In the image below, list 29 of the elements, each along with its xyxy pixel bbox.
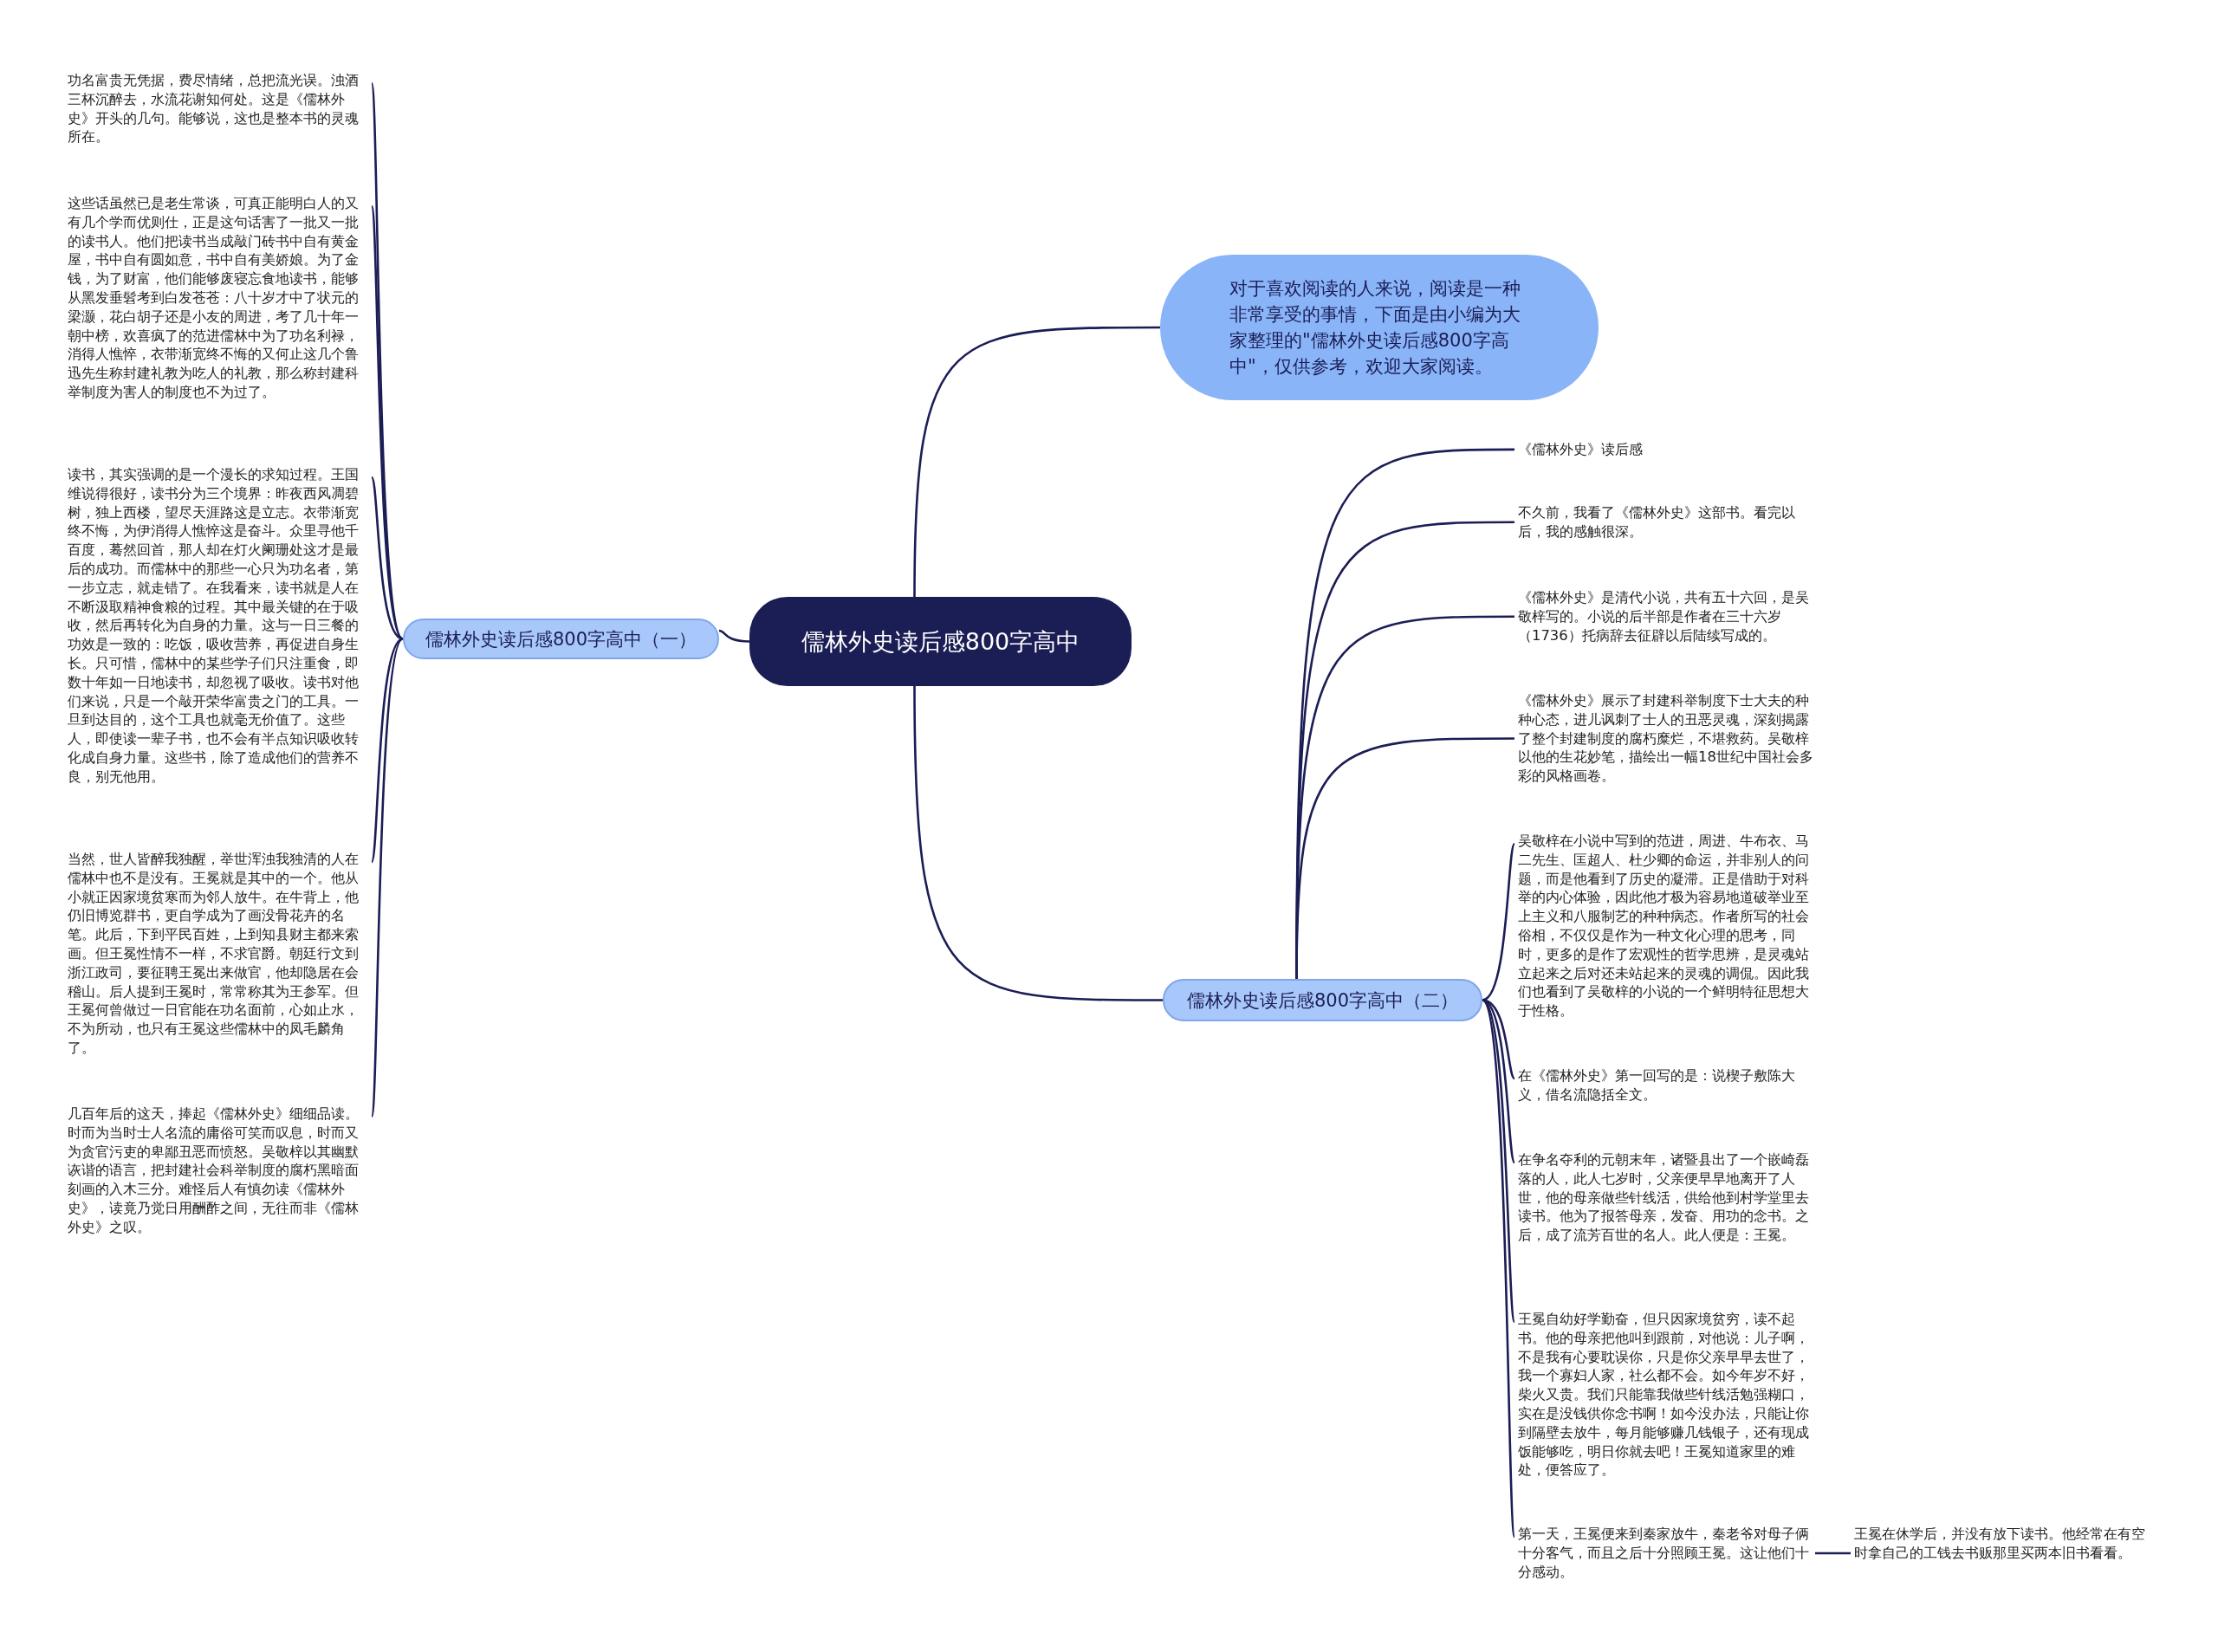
text-note: 吴敬梓在小说中写到的范进，周进、牛布衣、马二先生、匡超人、杜少卿的命运，并非别人的问题，而是他看到了历史的凝滞。正是借助于对科举的内心体验，因此他才极为容易地道破举业至上主义和八服制艺的种种病态。作者所写的社会俗相，不仅仅是作为一种文化心理的思考，同时，更多的是作了宏观性的哲学思辨，是灵魂站立起来之后对还未站起来的灵魂的调侃。因此我们也看到了吴敬梓的小说的一个鲜明特征思想大于性格。 [1518, 832, 1810, 1020]
branch-topic: 儒林外史读后感800字高中（一） [403, 619, 719, 659]
text-note: 读书，其实强调的是一个漫长的求知过程。王国维说得很好，读书分为三个境界：昨夜西风凋碧树，独上西楼，望尽天涯路这是立志。衣带渐宽终不悔，为伊消得人憔悴这是奋斗。众里寻他千百度，蓦然回首，那人却在灯火阑珊处这才是最后的成功。而儒林中的那些一心只为功名者，第一步立志，就走错了。在我看来，读书就是人在不断汲取精神食粮的过程。其中最关键的在于吸收，然后再转化为自身的力量。这与一日三餐的功效是一致的：吃饭，吸收营养，再促进自身生长。只可惜，儒林中的某些学子们只注重食，即数十年如一日地读书，却忽视了吸收。读书对他们来说，只是一个敲开荣华富贵之门的工具。一旦到达目的，这个工具也就毫无价值了。这些人，即使读一辈子书，也不会有半点知识吸收转化成自身力量。这些书，除了造成他们的营养不良，别无他用。 [68, 465, 360, 787]
intro-bubble: 对于喜欢阅读的人来说，阅读是一种非常享受的事情，下面是由小编为大家整理的"儒林外史读后感800字高中"，仅供参考，欢迎大家阅读。 [1160, 255, 1599, 400]
text-note: 《儒林外史》读后感 [1518, 440, 1644, 459]
connector [370, 476, 404, 640]
connector [1295, 737, 1514, 979]
text-note: 《儒林外史》展示了封建科举制度下士大夫的种种心态，进儿讽刺了士人的丑恶灵魂，深刻揭露了整个封建制度的腐朽糜烂，不堪救药。吴敬梓以他的生花妙笔，描绘出一幅18世纪中国社会多彩的风格画卷。 [1518, 691, 1814, 786]
text-note: 当然，世人皆醉我独醒，举世浑浊我独清的人在儒林中也不是没有。王冕就是其中的一个。他从小就正因家境贫寒而为邻人放牛。在牛背上，他仍旧博览群书，更自学成为了画没骨花卉的名笔。此后，下到平民百姓，上到知县财主都来索画。但王冕性情不一样，不求官爵。朝廷行文到浙江政司，要征聘王冕出来做官，他却隐居在会稽山。后人提到王冕时，常常称其为王参军。但王冕何曾做过一日官能在功名面前，心如止水，不为所动，也只有王冕这些儒林中的凤毛麟角了。 [68, 850, 360, 1058]
connector [370, 638, 404, 863]
connector [1482, 999, 1516, 1323]
text-note: 几百年后的这天，捧起《儒林外史》细细品读。时而为当时士人名流的庸俗可笑而叹息，时而又为贪官污吏的卑鄙丑恶而愤怒。吴敬梓以其幽默诙谐的语言，把封建社会科举制度的腐朽黑暗面刻画的入木三分。难怪后人有慎勿读《儒林外史》，读竟乃觉日用酬酢之间，无往而非《儒林外史》之叹。 [68, 1105, 360, 1237]
text-note: 在《儒林外史》第一回写的是：说楔子敷陈大义，借名流隐括全文。 [1518, 1066, 1796, 1105]
central-topic: 儒林外史读后感800字高中 [749, 597, 1132, 686]
connector [913, 326, 1160, 597]
connector [370, 638, 405, 1118]
connector [1815, 1552, 1851, 1555]
text-note: 不久前，我看了《儒林外史》这部书。看完以后，我的感触很深。 [1518, 503, 1796, 541]
text-note: 第一天，王冕便来到秦家放牛，秦老爷对母子俩十分客气，而且之后十分照顾王冕。这让他们十分感动。 [1518, 1525, 1810, 1582]
connector [913, 686, 1163, 1001]
text-note: 这些话虽然已是老生常谈，可真正能明白人的又有几个学而优则仕，正是这句话害了一批又一批的读书人。他们把读书当成敲门砖书中自有黄金屋，书中自有圆如意，书中自有美娇娘。为了金钱，为了财富，他们能够废寝忘食地读书，能够从黑发垂髫考到白发苍苍：八十岁才中了状元的梁灏，花白胡子还是小友的周进，考了几十年一朝中榜，欢喜疯了的范进儒林中为了功名利禄，消得人憔悴，衣带渐宽终不悔的又何止这几个鲁迅先生称封建礼教为吃人的礼教，那么称封建科举制度为害人的制度也不为过了。 [68, 194, 360, 402]
text-note: 功名富贵无凭据，费尽情绪，总把流光误。浊酒三杯沉醉去，水流花谢知何处。这是《儒林外史》开头的几句。能够说，这也是整本书的灵魂所在。 [68, 71, 360, 147]
text-note: 王冕自幼好学勤奋，但只因家境贫穷，读不起书。他的母亲把他叫到跟前，对他说：儿子啊，不是我有心要耽误你，只是你父亲早早去世了，我一个寡妇人家，社么都不会。如今年岁不好，柴火又贵。我们只能靠我做些针线活勉强糊口，实在是没钱供你念书啊！如今没办法，只能让你到隔壁去放牛，每月能够赚几钱银子，还有现成饭能够吃，明日你就去吧！王冕知道家里的难处，便答应了。 [1518, 1310, 1810, 1480]
text-note: 《儒林外史》是清代小说，共有五十六回，是吴敬梓写的。小说的后半部是作者在三十六岁（1736）托病辞去征辟以后陆续写成的。 [1518, 588, 1810, 645]
connector [718, 629, 750, 643]
text-note: 在争名夺利的元朝末年，诸暨县出了一个嵌崎磊落的人，此人七岁时，父亲便早早地离开了人世，他的母亲做些针线活，供给他到村学堂里去读书。他为了报答母亲，发奋、用功的念书。之后，成了流芳百世的名人。此人便是：王冕。 [1518, 1150, 1810, 1245]
text-note: 王冕在休学后，并没有放下读书。他经常在有空时拿自己的工钱去书贩那里买两本旧书看看。 [1854, 1525, 2146, 1563]
connector [1481, 999, 1516, 1538]
branch-topic: 儒林外史读后感800字高中（二） [1163, 979, 1482, 1021]
